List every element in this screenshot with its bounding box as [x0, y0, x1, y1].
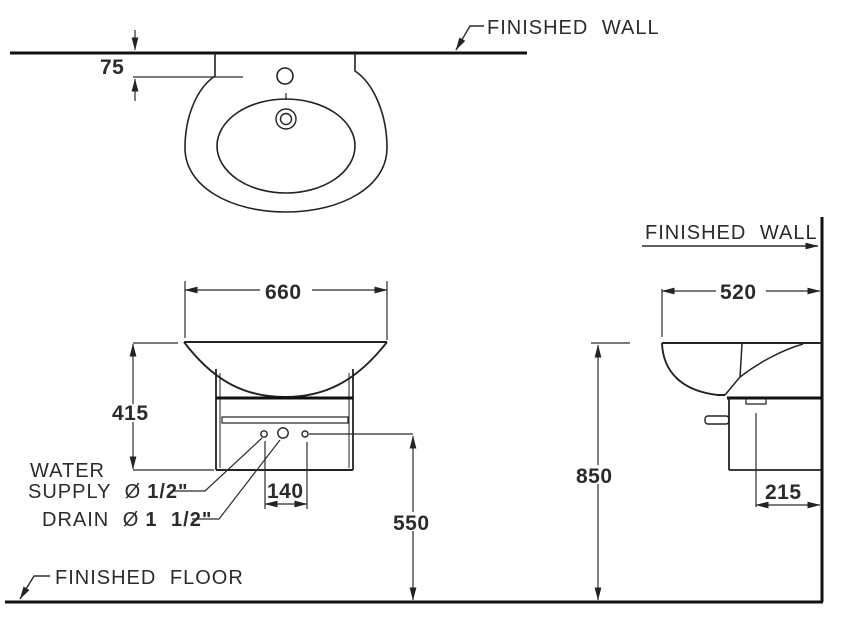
- bowl-underside-front: [183, 341, 388, 398]
- overflow-inner-plan: [279, 112, 293, 126]
- dim-140-text: 140: [267, 480, 304, 503]
- dim-215-text: 215: [765, 481, 802, 504]
- water-supply-label-prefix: SUPPLY Ø: [28, 481, 141, 503]
- drain-hole: [277, 427, 289, 439]
- finished-floor-leader: [19, 575, 50, 600]
- dim-660-text-mask: [260, 282, 312, 298]
- drain-label: DRAIN Ø 1 1/2": [42, 509, 212, 531]
- plan-view: FINISHED WALL 75: [10, 17, 660, 213]
- side-view: FINISHED WALL 520 850 215: [575, 217, 824, 602]
- front-view: 660 415 140 550 WATER SUPPLY Ø 1/2" DRAIN…: [28, 281, 436, 601]
- overflow-outer-plan: [275, 108, 297, 130]
- finished-wall-label-top: FINISHED WALL: [487, 17, 660, 39]
- dim-660-text: 660: [265, 281, 302, 304]
- finished-wall-label-side: FINISHED WALL: [645, 222, 818, 244]
- dim-850-text-mask: [575, 465, 621, 484]
- bowl-back-edge-side: [739, 343, 743, 378]
- dim-520-text-mask: [716, 283, 766, 299]
- bowl-drain-boss-side: [724, 376, 741, 396]
- pedestal-groove: [221, 416, 349, 424]
- bowl-front-curve-side: [661, 342, 725, 396]
- dim-520-text: 520: [720, 281, 757, 304]
- water-supply-label-line2: SUPPLY Ø 1/2": [28, 481, 189, 503]
- drain-size: 1 1/2": [145, 509, 212, 531]
- water-supply-leader: [172, 437, 263, 492]
- dim-550-text-mask: [391, 512, 436, 531]
- finished-floor-label: FINISHED FLOOR: [55, 567, 244, 589]
- dim-75-text: 75: [100, 56, 124, 79]
- dim-550-text: 550: [393, 512, 430, 535]
- drain-label-prefix: DRAIN Ø: [42, 509, 139, 531]
- dim-415-text: 415: [112, 402, 149, 425]
- basin-outline-plan: [184, 53, 388, 213]
- water-supply-size: 1/2": [147, 481, 188, 503]
- cabinet-handle-recess: [745, 398, 767, 405]
- finished-wall-leader-top: [455, 25, 484, 51]
- drain-leader: [192, 439, 281, 520]
- faucet-hole-plan: [276, 67, 294, 85]
- dim-850-text: 850: [576, 465, 613, 488]
- dim-415-text-mask: [111, 404, 155, 422]
- bowl-inner-curve-side: [739, 343, 804, 378]
- supply-stub-side: [704, 415, 730, 425]
- floor: FINISHED FLOOR: [5, 567, 823, 604]
- water-supply-hole-left: [260, 430, 268, 438]
- water-supply-label-line1: WATER: [30, 460, 105, 482]
- water-supply-hole-right: [301, 430, 309, 438]
